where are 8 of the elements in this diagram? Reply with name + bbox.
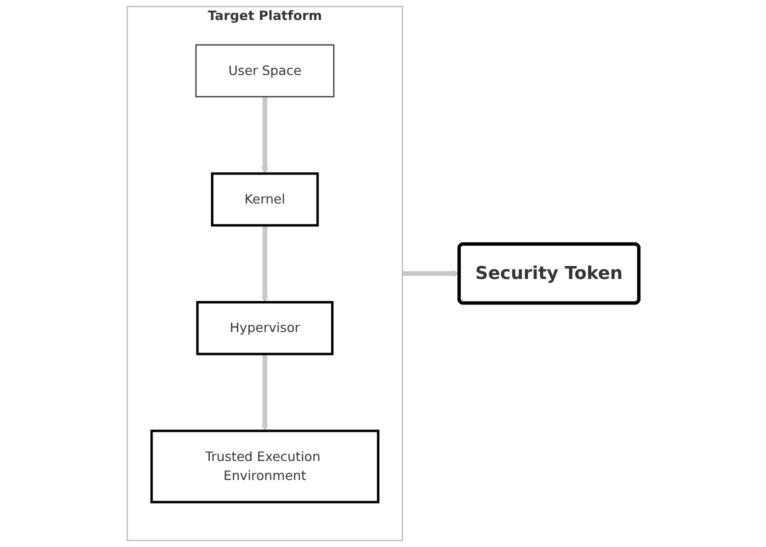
- node-box: Hypervisor: [196, 301, 334, 356]
- arrow: [261, 354, 268, 432]
- arrow: [402, 270, 460, 278]
- node-box: User Space: [195, 44, 334, 98]
- arrow: [261, 96, 268, 174]
- arrow: [261, 225, 268, 303]
- node-box: Trusted Execution Environment: [150, 430, 380, 504]
- node-box: Kernel: [210, 172, 319, 227]
